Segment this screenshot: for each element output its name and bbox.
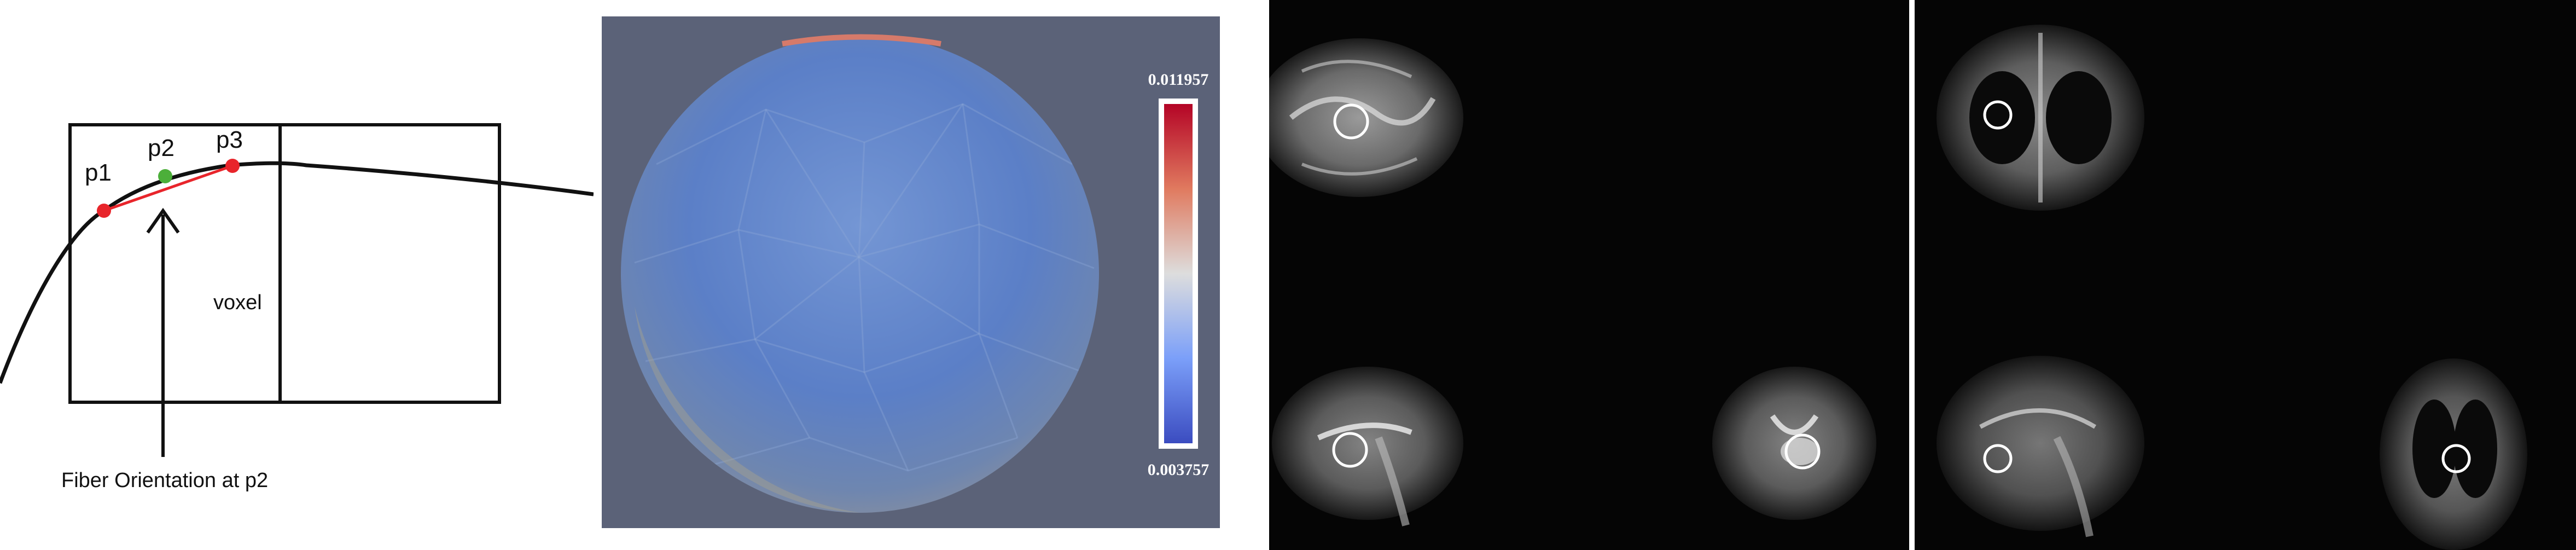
colorbar-min-label: 0.003757 — [1148, 461, 1210, 479]
label-p2: p2 — [148, 135, 175, 161]
brain-slices-panel-a — [1269, 0, 1909, 550]
label-p1: p1 — [85, 159, 112, 186]
brain-slices-a-svg — [1269, 0, 1909, 550]
point-p2 — [158, 169, 172, 183]
orientation-chord — [103, 164, 233, 212]
arrow-caption: Fiber Orientation at p2 — [61, 469, 268, 492]
sagittal-slice-b — [1937, 356, 2144, 537]
sphere-shading — [635, 306, 860, 513]
odf-sphere-panel: 0.011957 0.003757 — [602, 0, 1220, 550]
voxel-label: voxel — [213, 291, 262, 314]
roi-circle-axial-a — [1333, 103, 1369, 140]
colorbar-max-label: 0.011957 — [1148, 71, 1209, 89]
roi-circle-sagittal-a — [1332, 432, 1368, 468]
roi-circle-axial-b — [1983, 100, 2013, 130]
colorbar — [1164, 104, 1193, 443]
odf-sphere — [621, 34, 1099, 513]
coronal-slice-a — [1712, 367, 1876, 520]
roi-circle-coronal-a — [1784, 433, 1821, 470]
fiber-voxel-svg: p1 p2 p3 voxel Fiber Orientation at p2 — [0, 123, 594, 492]
coronal-slice-b — [2380, 358, 2527, 550]
point-p3 — [225, 159, 240, 173]
fiber-curve — [0, 161, 594, 384]
label-p3: p3 — [216, 126, 243, 153]
brain-slices-panel-b — [1915, 0, 2576, 550]
sphere-facets — [634, 103, 1095, 472]
sphere-top-rim — [782, 34, 941, 47]
axial-slice-b — [1937, 25, 2144, 211]
brain-slices-b-svg — [1915, 0, 2576, 550]
roi-circle-sagittal-b — [1983, 444, 2013, 473]
axial-slice-a — [1269, 38, 1463, 197]
point-p1 — [97, 204, 111, 218]
voxel-box — [68, 123, 501, 404]
arrow-head — [146, 207, 180, 234]
sagittal-slice-a — [1272, 367, 1463, 526]
fiber-voxel-diagram: p1 p2 p3 voxel Fiber Orientation at p2 — [0, 0, 594, 550]
roi-circle-coronal-b — [2441, 444, 2471, 473]
odf-sphere-svg: 0.011957 0.003757 — [602, 16, 1220, 528]
